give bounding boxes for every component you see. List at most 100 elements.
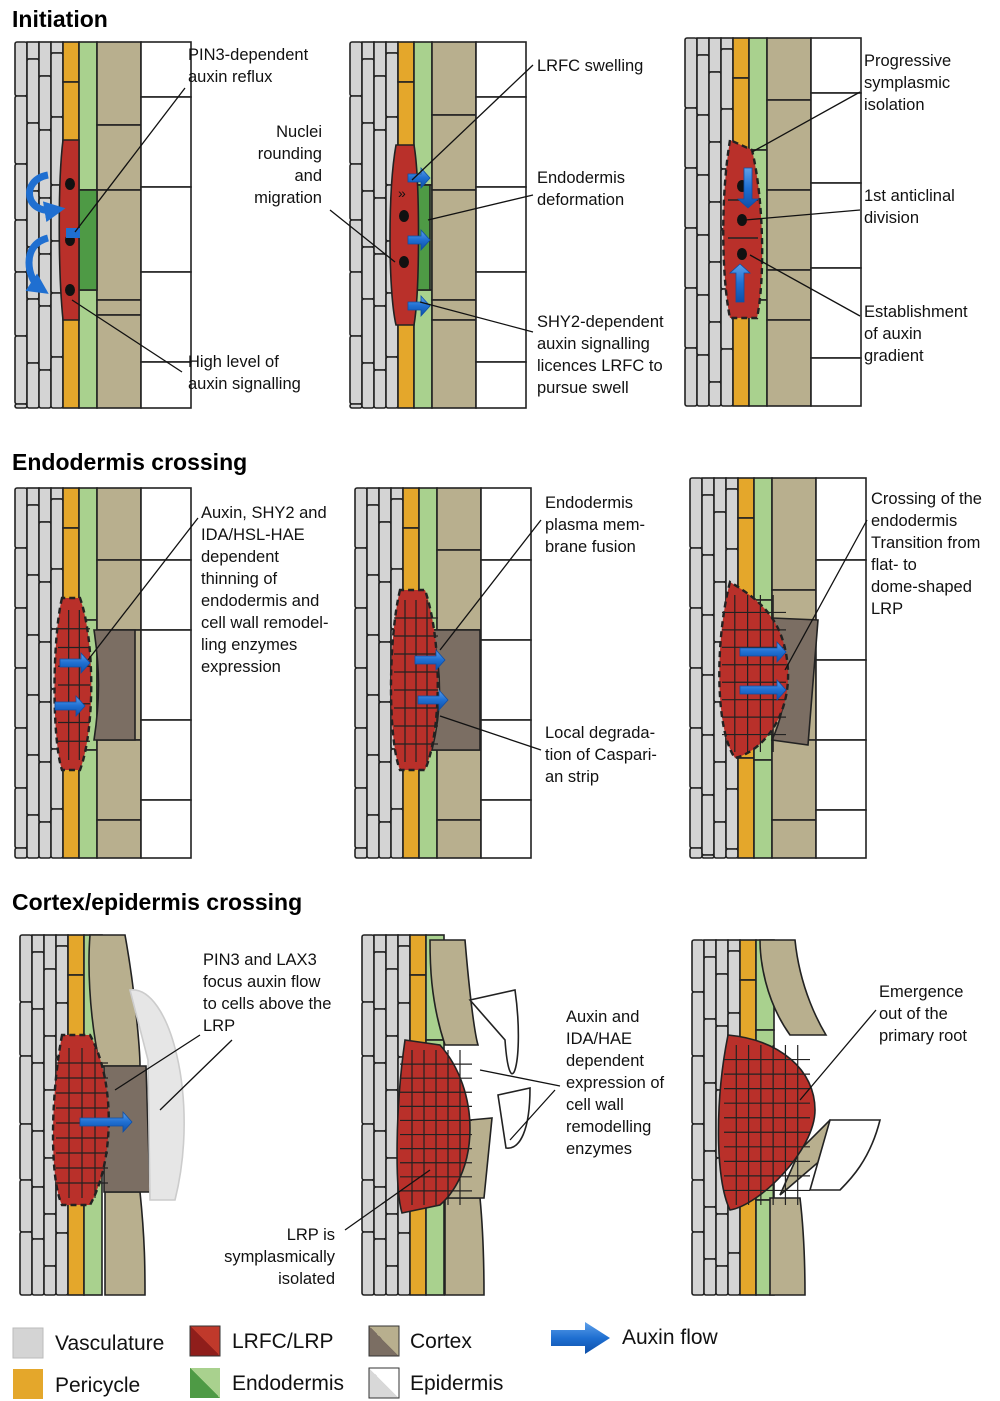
vasculature-cell bbox=[386, 53, 398, 117]
vasculature-cell bbox=[15, 488, 27, 548]
annotation-line: licences LRFC to bbox=[537, 357, 663, 375]
vasculature-cell bbox=[56, 946, 68, 1003]
pericycle-cell bbox=[63, 758, 79, 858]
annotation-line: an strip bbox=[545, 768, 599, 786]
vasculature-cell bbox=[702, 615, 714, 675]
vasculature-cell bbox=[690, 788, 702, 848]
vasculature-cell bbox=[704, 1207, 716, 1259]
vasculature-cell bbox=[692, 1180, 704, 1232]
cortex-cell bbox=[767, 38, 811, 100]
vasculature-cell bbox=[702, 855, 714, 858]
vasculature-cell bbox=[20, 935, 32, 1002]
pericycle-cell bbox=[740, 1195, 756, 1295]
epidermis-cell bbox=[141, 97, 191, 187]
vasculature-cell bbox=[379, 488, 391, 522]
cortex-cell bbox=[97, 315, 141, 408]
vasculature-cell bbox=[367, 488, 379, 505]
lrfc-cell bbox=[390, 145, 419, 325]
nucleus bbox=[399, 210, 409, 222]
cortex-cell bbox=[772, 820, 816, 858]
annotation-line: LRFC swelling bbox=[537, 57, 643, 75]
vasculature-cell bbox=[39, 370, 51, 408]
cortex-cell bbox=[767, 100, 811, 190]
legend-swatch-cortex bbox=[369, 1326, 399, 1356]
annotation-label: Emergenceout of theprimary root bbox=[879, 983, 967, 1045]
annotation-line: High level of bbox=[188, 353, 279, 371]
vasculature-cell bbox=[367, 575, 379, 635]
cortex-cell bbox=[432, 320, 476, 408]
vasculature-cell bbox=[15, 42, 27, 96]
vasculature-cell bbox=[27, 575, 39, 635]
epidermis-cell bbox=[476, 362, 526, 408]
annotation-line: Transition from bbox=[871, 534, 980, 552]
epidermis-cell bbox=[476, 97, 526, 187]
vasculature-cell bbox=[15, 164, 27, 220]
pericycle-cell bbox=[403, 488, 419, 528]
vasculature-cell bbox=[728, 940, 740, 951]
vasculature-cell bbox=[355, 608, 367, 668]
annotation-line: flat- to bbox=[871, 556, 917, 574]
annotation-line: Establishment bbox=[864, 303, 968, 321]
annotation-label: Nucleiroundingandmigration bbox=[254, 123, 322, 207]
legend-label-vasculature: Vasculature bbox=[55, 1332, 164, 1355]
cortex-cell bbox=[432, 42, 476, 115]
vasculature-cell bbox=[39, 42, 51, 76]
panel-initiation-3 bbox=[685, 38, 861, 406]
cortex-cell bbox=[767, 190, 811, 270]
cortex-cell bbox=[97, 820, 141, 858]
vasculature-cell bbox=[27, 815, 39, 858]
vasculature-cell bbox=[685, 168, 697, 228]
vasculature-cell bbox=[374, 42, 386, 76]
cortex-cell bbox=[97, 488, 141, 560]
vasculature-cell bbox=[716, 1266, 728, 1295]
annotation-line: PIN3-dependent bbox=[188, 46, 309, 64]
annotation-line: Emergence bbox=[879, 983, 963, 1001]
annotation-line: plasma mem- bbox=[545, 516, 645, 534]
pericycle-cell bbox=[63, 42, 79, 82]
vasculature-cell bbox=[362, 123, 374, 191]
vasculature-cell bbox=[721, 49, 733, 109]
vasculature-cell bbox=[374, 1239, 386, 1295]
annotation-line: Local degrada- bbox=[545, 724, 655, 742]
vasculature-cell bbox=[27, 42, 39, 59]
epidermis-cell bbox=[811, 358, 861, 406]
vasculature-cell bbox=[374, 254, 386, 306]
vasculature-cell bbox=[398, 946, 410, 1003]
vasculature-cell bbox=[374, 935, 386, 952]
panel-endodermis-1 bbox=[15, 488, 191, 858]
legend-swatch-endodermis bbox=[190, 1368, 220, 1398]
vasculature-cell bbox=[728, 951, 740, 1013]
vasculature-cell bbox=[27, 755, 39, 815]
vasculature-cell bbox=[362, 299, 374, 363]
cortex-cell bbox=[437, 750, 481, 820]
vasculature-cell bbox=[709, 142, 721, 202]
vasculature-cell bbox=[690, 728, 702, 788]
annotation-line: isolation bbox=[864, 96, 925, 114]
vasculature-cell bbox=[726, 489, 738, 549]
epidermis-cell bbox=[141, 488, 191, 560]
vasculature-cell bbox=[702, 495, 714, 555]
vasculature-cell bbox=[355, 848, 367, 858]
vasculature-cell bbox=[362, 935, 374, 1002]
cortex-cell bbox=[97, 125, 141, 190]
vasculature-cell bbox=[702, 555, 714, 615]
epidermis-cell bbox=[498, 1088, 530, 1148]
vasculature-cell bbox=[690, 848, 702, 858]
vasculature-cell bbox=[39, 306, 51, 370]
epidermis-cell bbox=[481, 560, 531, 640]
pericycle-cell bbox=[410, 935, 426, 975]
vasculature-cell bbox=[355, 728, 367, 788]
vasculature-cell bbox=[685, 348, 697, 406]
annotation-line: of auxin bbox=[864, 325, 922, 343]
vasculature-cell bbox=[39, 130, 51, 198]
endodermis-signalling-cell bbox=[79, 190, 97, 290]
epidermis-cell bbox=[476, 272, 526, 362]
vasculature-cell bbox=[44, 1036, 56, 1090]
vasculature-cell bbox=[709, 262, 721, 322]
vasculature-cell bbox=[44, 935, 56, 969]
vasculature-cell bbox=[690, 478, 702, 548]
panel-cortex-1 bbox=[20, 935, 184, 1295]
annotation-line: 1st anticlinal bbox=[864, 187, 955, 205]
vasculature-cell bbox=[714, 762, 726, 822]
